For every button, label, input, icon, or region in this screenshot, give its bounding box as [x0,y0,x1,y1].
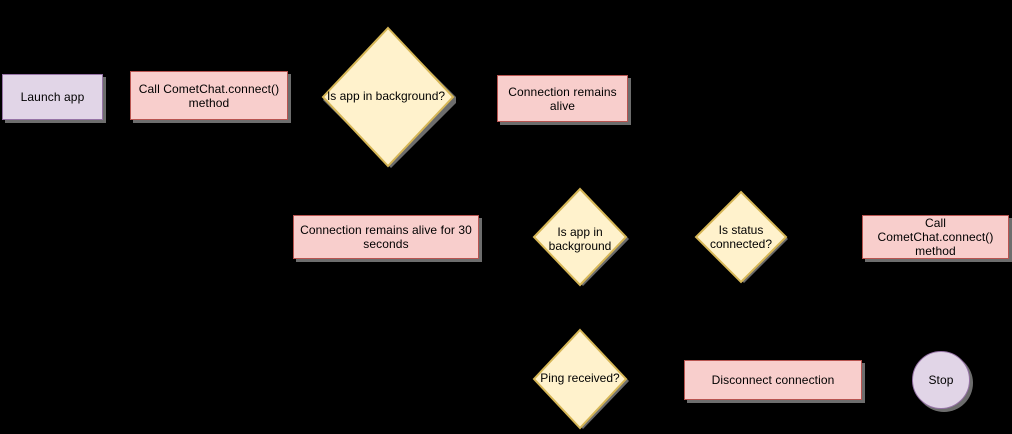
node-stop-label: Stop [928,373,954,387]
edge-ping-to-disconnect [628,372,690,388]
node-connection-remains-alive-30-seconds-label: Connection remains alive for 30 seconds [300,223,472,251]
node-connection-remains-alive[interactable]: Connection remains alive [497,75,628,122]
node-is-app-in-background-question-label: Is app in background? [326,89,446,103]
edge-into-connection-alive-from-right [626,90,650,106]
node-is-status-connected-label: Is status connected? [709,223,773,251]
edge-launch-to-call [103,90,133,106]
node-is-app-in-background[interactable]: Is app in background [530,187,630,289]
diamond-shape [532,187,629,287]
node-is-app-in-background-question[interactable]: Is app in background? [320,25,456,169]
edge-decision-to-connection-alive [455,90,501,106]
node-ping-received-label: Ping received? [540,371,620,385]
node-disconnect-connection-label: Disconnect connection [711,373,835,387]
node-stop[interactable]: Stop [912,351,970,409]
edge-into-connection-30s-from-below [381,256,397,278]
node-connection-remains-alive-30-seconds[interactable]: Connection remains alive for 30 seconds [293,215,479,259]
node-ping-received[interactable]: Ping received? [530,328,630,432]
node-is-status-connected[interactable]: Is status connected? [692,190,790,288]
node-is-app-in-background-label: Is app in background [548,225,612,253]
edge-call-to-decision [288,90,324,106]
edge-disconnect-to-stop [860,372,918,388]
node-call-connect-top[interactable]: Call CometChat.connect() method [130,71,288,120]
node-launch-app[interactable]: Launch app [2,74,103,120]
node-call-connect-top-label: Call CometChat.connect() method [138,81,280,110]
node-launch-app-label: Launch app [20,90,85,104]
diamond-shape [532,328,629,430]
diamond-shape [321,26,456,168]
edge-stub-above-ping [573,318,587,332]
node-call-connect-right[interactable]: Call CometChat.connect() method [862,215,1009,259]
edge-status-to-call-right [788,231,868,247]
diamond-shape [694,190,788,284]
node-call-connect-right-label: Call CometChat.connect() method [877,216,994,258]
node-disconnect-connection[interactable]: Disconnect connection [684,360,862,400]
node-connection-remains-alive-label: Connection remains alive [508,84,617,113]
edge-background-to-status [628,231,698,247]
